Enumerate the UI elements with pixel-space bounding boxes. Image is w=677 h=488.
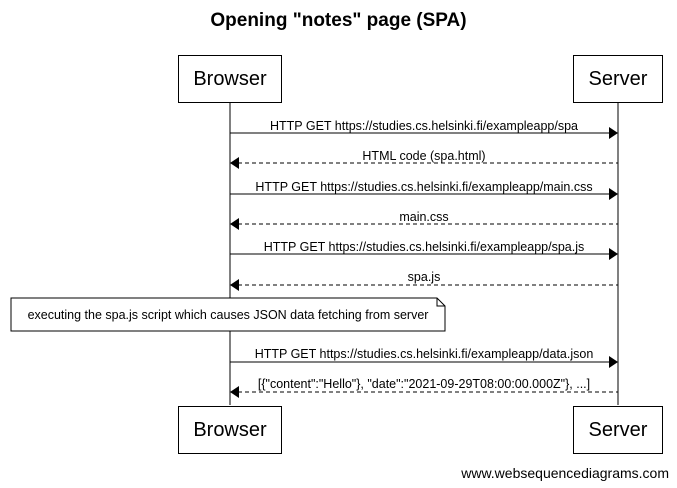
- arrowhead-left-icon: [230, 279, 239, 291]
- server-participant-bottom: Server: [573, 406, 663, 454]
- message-label: HTTP GET https://studies.cs.helsinki.fi/…: [254, 347, 594, 361]
- browser-participant-bottom: Browser: [178, 406, 282, 454]
- message-label: spa.js: [407, 270, 441, 284]
- arrowhead-left-icon: [230, 157, 239, 169]
- message-label: HTTP GET https://studies.cs.helsinki.fi/…: [255, 180, 593, 194]
- note-fold-icon: [436, 298, 445, 307]
- message-label: HTML code (spa.html): [362, 149, 486, 163]
- message-label: main.css: [399, 210, 449, 224]
- arrowhead-right-icon: [609, 248, 618, 260]
- arrowhead-left-icon: [230, 386, 239, 398]
- arrowhead-left-icon: [230, 218, 239, 230]
- message-label: HTTP GET https://studies.cs.helsinki.fi/…: [269, 119, 578, 133]
- server-participant-top: Server: [573, 55, 663, 103]
- message-label: [{"content":"Hello"}, "date":"2021-09-29…: [257, 377, 591, 391]
- note-box: [10, 297, 446, 332]
- message-label: HTTP GET https://studies.cs.helsinki.fi/…: [263, 240, 585, 254]
- browser-participant-top: Browser: [178, 55, 282, 103]
- diagram-title: Opening "notes" page (SPA): [210, 10, 467, 31]
- arrowhead-right-icon: [609, 188, 618, 200]
- arrowhead-right-icon: [609, 356, 618, 368]
- note-text: executing the spa.js script which causes…: [27, 307, 429, 322]
- watermark-text: www.websequencediagrams.com: [461, 465, 669, 481]
- arrowhead-right-icon: [609, 127, 618, 139]
